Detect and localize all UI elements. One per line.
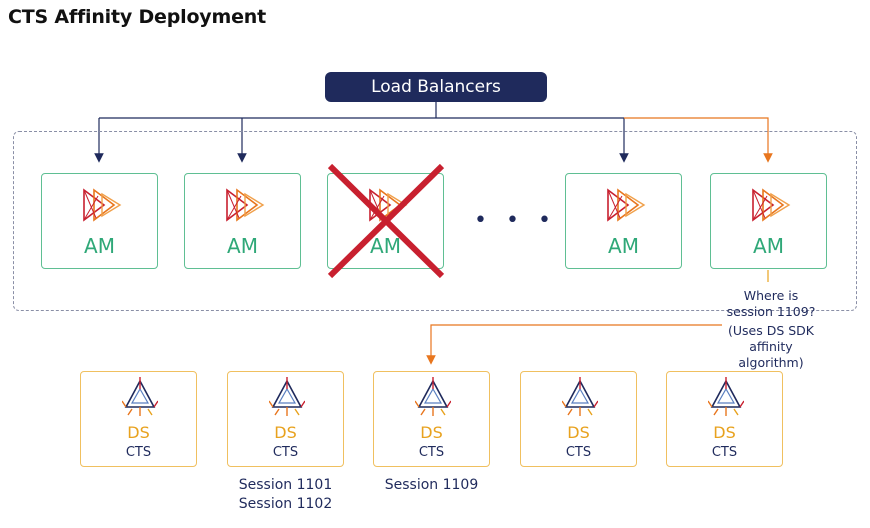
- am-cluster-boundary: [13, 131, 857, 311]
- am-logo-icon: [607, 188, 646, 222]
- route-to-am-5: [624, 117, 773, 163]
- am-logo-icon: [226, 188, 265, 222]
- am-logo-icon: [83, 188, 122, 222]
- ds-server-3: DS CTS: [373, 371, 490, 467]
- ds-logo-icon: [415, 377, 451, 416]
- am-server-5: AM: [710, 173, 827, 269]
- am-label: AM: [370, 234, 401, 258]
- page-title: CTS Affinity Deployment: [8, 6, 266, 28]
- route-to-ds-3: [426, 324, 722, 365]
- ds-label: DS: [420, 423, 443, 442]
- cts-label: CTS: [125, 445, 152, 460]
- ds-label: DS: [713, 423, 736, 442]
- ds-label: DS: [274, 423, 297, 442]
- session-query-note: Where is session 1109? (Uses DS SDK affi…: [716, 288, 826, 371]
- ds-server-5: DS CTS: [666, 371, 783, 467]
- session-label: Session 1102: [238, 496, 333, 512]
- load-balancers-box: Load Balancers: [325, 72, 547, 102]
- session-label: Session 1101: [238, 477, 333, 493]
- ds2-sessions: Session 1101 Session 1102: [227, 476, 344, 514]
- am-server-1: AM: [41, 173, 158, 269]
- am-label: AM: [227, 234, 258, 258]
- am-label: AM: [84, 234, 115, 258]
- cts-label: CTS: [711, 445, 738, 460]
- note-detail-line2: affinity algorithm): [738, 339, 804, 370]
- ds-server-2: DS CTS: [227, 371, 344, 467]
- am-server-4: AM: [565, 173, 682, 269]
- cts-label: CTS: [418, 445, 445, 460]
- ds-label: DS: [127, 423, 150, 442]
- session-label: Session 1109: [384, 477, 479, 493]
- cts-label: CTS: [565, 445, 592, 460]
- note-detail-line1: (Uses DS SDK: [727, 323, 814, 338]
- am-logo-icon: [752, 188, 791, 222]
- ds-server-1: DS CTS: [80, 371, 197, 467]
- am-label: AM: [753, 234, 784, 258]
- am-server-3-down: AM: [327, 164, 445, 279]
- ds-logo-icon: [122, 377, 158, 416]
- am-label: AM: [608, 234, 639, 258]
- note-question-line2: session 1109?: [726, 304, 816, 319]
- note-question-line1: Where is: [743, 288, 799, 303]
- ds3-sessions: Session 1109: [373, 476, 490, 495]
- ds-label: DS: [567, 423, 590, 442]
- cts-label: CTS: [272, 445, 299, 460]
- ds-server-4: DS CTS: [520, 371, 637, 467]
- am-server-2: AM: [184, 173, 301, 269]
- failure-cross-icon: [327, 164, 445, 279]
- ellipsis: • • •: [474, 208, 557, 233]
- load-balancers-label: Load Balancers: [371, 77, 501, 97]
- ds-logo-icon: [562, 377, 598, 416]
- ds-logo-icon: [708, 377, 744, 416]
- ds-logo-icon: [269, 377, 305, 416]
